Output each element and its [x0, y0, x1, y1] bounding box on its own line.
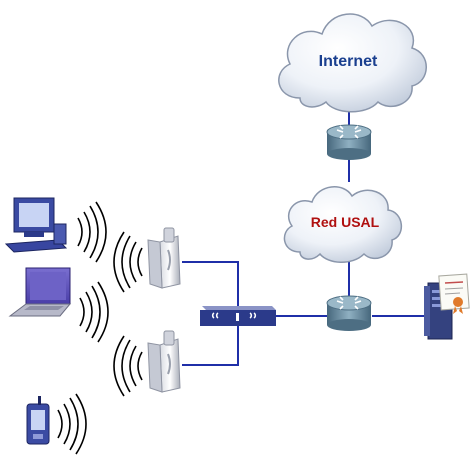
switch	[200, 306, 276, 326]
laptop-client	[8, 267, 109, 343]
mobile-phone-icon	[26, 396, 50, 445]
link-ap-bottom-switch	[182, 326, 239, 366]
red-usal-cloud: Red USAL	[283, 186, 402, 263]
wireless-access-point-icon	[147, 330, 181, 393]
internet-cloud: Internet	[278, 13, 427, 113]
router-top	[326, 124, 372, 160]
red-usal-label: Red USAL	[311, 214, 380, 230]
cloud-icon	[278, 13, 427, 113]
mobile-client	[26, 393, 87, 455]
desktop-computer-icon	[4, 197, 68, 253]
cloud-icon	[283, 186, 402, 263]
access-point-top	[113, 227, 181, 293]
wireless-signal-icon	[77, 201, 107, 263]
router-icon	[326, 124, 372, 160]
wireless-signal-icon	[79, 281, 109, 343]
wireless-signal-icon	[113, 231, 143, 293]
internet-label: Internet	[319, 53, 378, 70]
network-links	[182, 108, 425, 366]
router-bottom	[326, 295, 372, 331]
laptop-icon	[8, 267, 72, 317]
desktop-client	[4, 197, 107, 263]
link-ap-top-switch	[182, 261, 239, 308]
wireless-access-point-icon	[147, 227, 181, 289]
router-icon	[326, 295, 372, 331]
server	[424, 273, 470, 340]
wireless-signal-icon	[57, 393, 87, 455]
access-point-bottom	[113, 330, 181, 397]
wireless-signal-icon	[113, 335, 143, 397]
switch-icon	[200, 306, 276, 326]
certificate-icon	[438, 273, 470, 314]
